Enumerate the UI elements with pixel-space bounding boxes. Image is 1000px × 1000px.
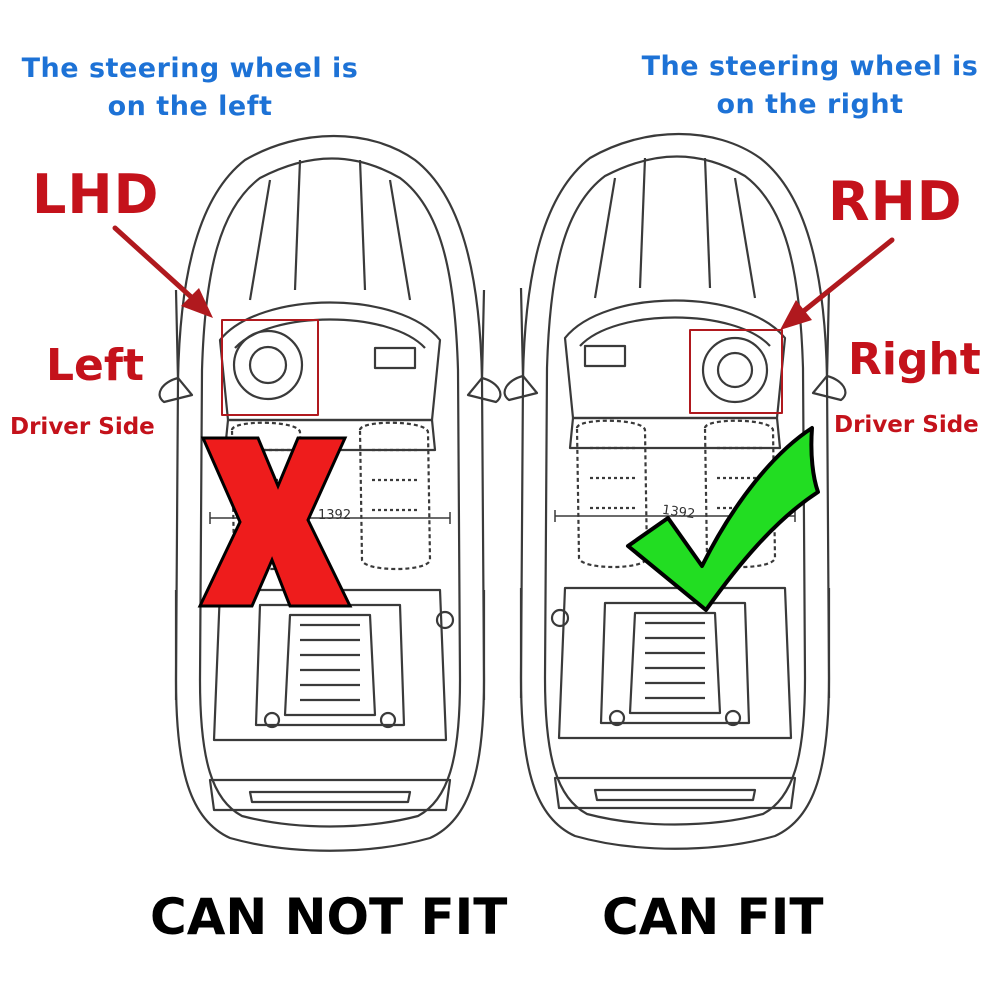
right-side-label: Right [848,334,981,385]
left-steering-note-line1: The steering wheel is [21,53,359,84]
left-steering-note: The steering wheel is on the left [0,50,380,126]
green-check-icon [626,426,820,612]
left-verdict-label: CAN NOT FIT [150,888,508,946]
right-verdict-label: CAN FIT [602,888,824,946]
left-dimension-label: 1392 [318,508,352,523]
left-driver-side-caption: Driver Side [10,414,155,440]
lhd-label: LHD [32,163,160,226]
rhd-label: RHD [828,170,963,233]
right-driver-side-caption: Driver Side [834,412,979,438]
rhd-arrow-icon [780,237,895,330]
right-steering-note-line2: on the right [716,89,904,120]
right-steering-note: The steering wheel is on the right [625,48,995,124]
right-steering-note-line1: The steering wheel is [641,51,979,82]
right-car-illustration [503,132,847,850]
left-side-label: Left [46,340,145,391]
red-x-icon [197,436,353,608]
lhd-arrow-icon [112,225,213,318]
left-steering-note-line2: on the left [107,91,273,122]
